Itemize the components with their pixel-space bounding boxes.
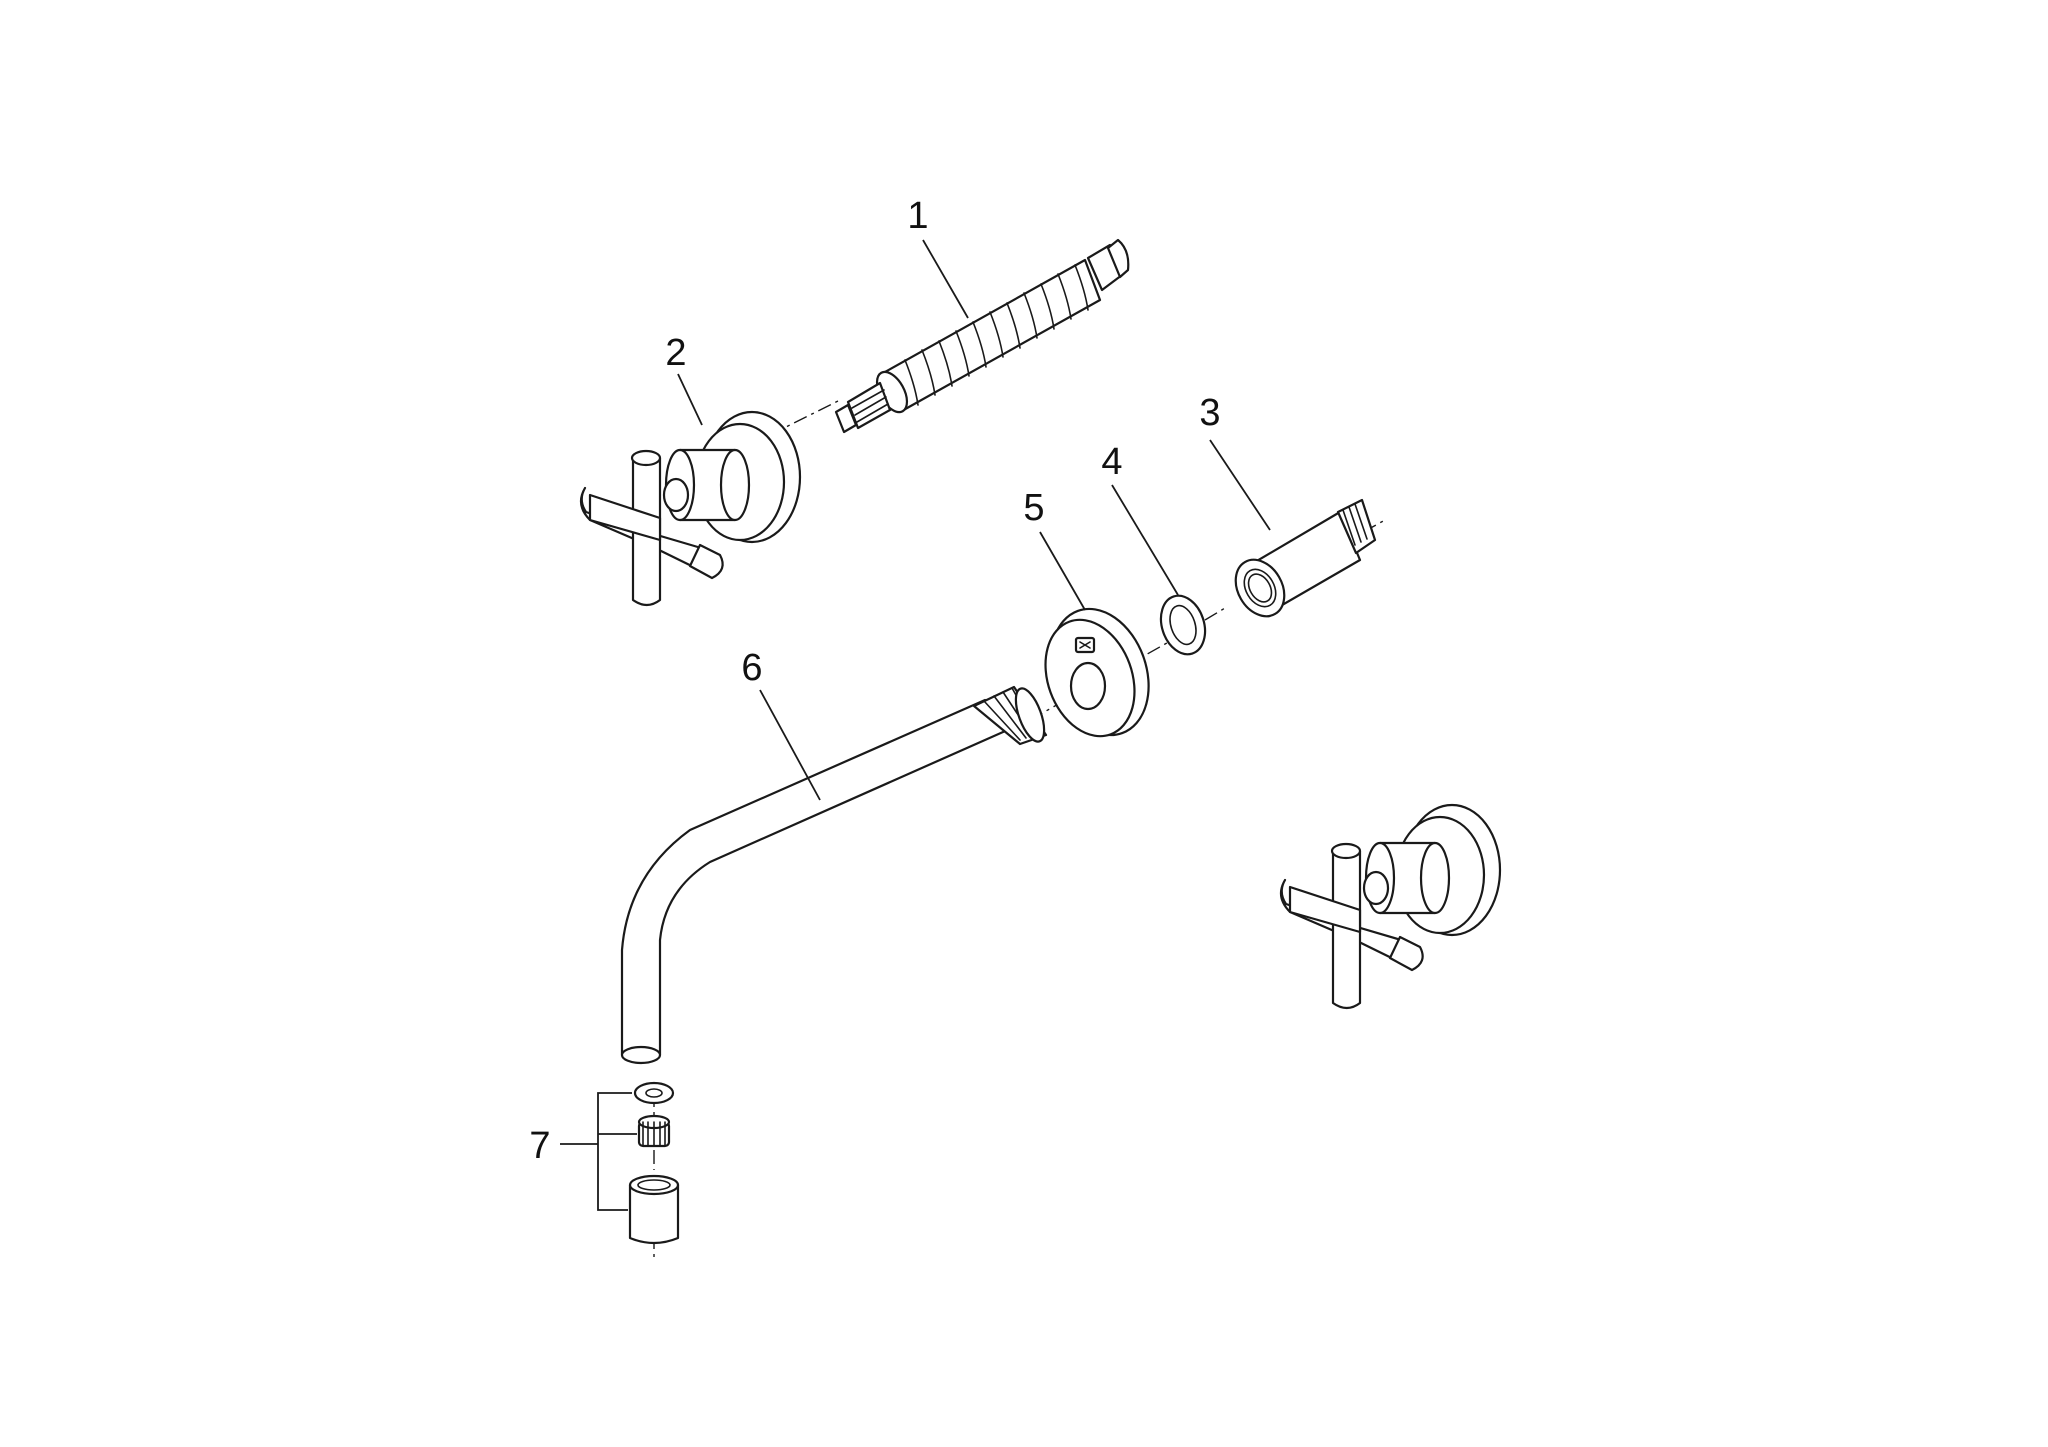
callout-6: 6 xyxy=(741,647,762,689)
callout-2: 2 xyxy=(665,332,686,374)
callout-1: 1 xyxy=(907,195,928,237)
part-7-aerator-set xyxy=(628,1081,680,1245)
leader-3 xyxy=(1209,439,1271,531)
second-cross-handle xyxy=(1279,803,1502,1010)
leader-1 xyxy=(922,239,969,319)
callout-labels: 1 2 3 4 5 6 7 xyxy=(529,195,1220,1167)
callout-3: 3 xyxy=(1199,392,1220,434)
part-5-wall-rosette xyxy=(1044,607,1150,738)
leader-2 xyxy=(677,373,703,426)
leader-7-bracket xyxy=(560,1092,637,1211)
part-2-cross-handle xyxy=(579,410,802,607)
callout-4: 4 xyxy=(1101,441,1122,483)
part-4-washer xyxy=(1159,594,1207,656)
leader-6 xyxy=(759,689,821,801)
part-1-valve-cartridge xyxy=(834,238,1130,434)
cartridge-ribs xyxy=(904,264,1089,406)
part-6-spout xyxy=(620,685,1048,1065)
leader-4 xyxy=(1111,484,1179,596)
leader-lines xyxy=(560,239,1271,1211)
leader-5 xyxy=(1039,531,1086,611)
part-3-extension-sleeve xyxy=(1234,498,1377,618)
callout-5: 5 xyxy=(1023,487,1044,529)
callout-7: 7 xyxy=(529,1125,550,1167)
